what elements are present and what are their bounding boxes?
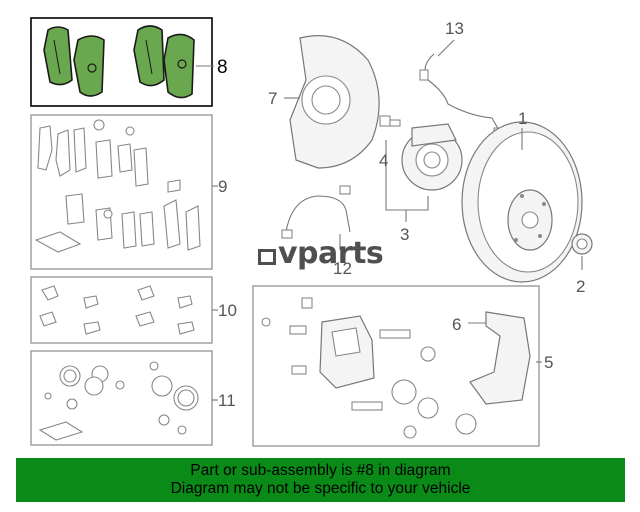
callout-3[interactable]: 3 bbox=[400, 225, 409, 244]
hub-bolt-part[interactable]: 4 bbox=[379, 115, 401, 170]
brake-pad-right-pair[interactable] bbox=[133, 25, 195, 99]
caliper-bracket-part[interactable]: 6 bbox=[452, 311, 531, 405]
banner-line-2: Diagram may not be specific to your vehi… bbox=[170, 480, 471, 497]
brake-pad-left-pair[interactable] bbox=[43, 26, 105, 97]
group-box-5 bbox=[252, 285, 540, 447]
banner-line-1: Part or sub-assembly is #8 in diagram bbox=[190, 462, 451, 479]
caliper-seal-kit-group[interactable]: 11 bbox=[30, 350, 236, 446]
vparts-watermark-logo: vparts bbox=[258, 236, 384, 271]
shim-kit-group[interactable]: 9 bbox=[30, 114, 227, 270]
callout-4[interactable]: 4 bbox=[379, 151, 388, 170]
pad-clip-group[interactable]: 10 bbox=[30, 276, 237, 344]
callout-1[interactable]: 1 bbox=[518, 109, 527, 128]
callout-13[interactable]: 13 bbox=[445, 19, 464, 38]
brake-rotor-part[interactable]: 1 bbox=[461, 109, 583, 283]
dust-shield-part[interactable]: 7 bbox=[268, 35, 380, 169]
caliper-assembly-group[interactable]: 5 bbox=[252, 285, 553, 447]
hub-bearing-part[interactable]: 3 bbox=[385, 123, 463, 244]
group-box-9 bbox=[30, 114, 213, 270]
brake-pad-kit-group[interactable]: 8 bbox=[30, 17, 228, 107]
lug-nut-part[interactable]: 2 bbox=[571, 233, 593, 296]
vparts-logo-icon bbox=[258, 249, 276, 265]
group-box-11 bbox=[30, 350, 213, 446]
highlight-box-8 bbox=[30, 17, 213, 107]
brake-hose-part[interactable]: 12 bbox=[281, 185, 352, 278]
callout-12[interactable]: 12 bbox=[333, 259, 352, 278]
callout-9[interactable]: 9 bbox=[218, 177, 227, 196]
callout-11[interactable]: 11 bbox=[218, 391, 236, 410]
callout-8[interactable]: 8 bbox=[217, 57, 228, 78]
abs-sensor-part[interactable]: 13 bbox=[419, 19, 507, 143]
callout-2[interactable]: 2 bbox=[576, 277, 585, 296]
callout-10[interactable]: 10 bbox=[218, 301, 237, 320]
callout-6[interactable]: 6 bbox=[452, 315, 461, 334]
part-info-banner: Part or sub-assembly is #8 in diagram Di… bbox=[16, 458, 625, 502]
callout-5[interactable]: 5 bbox=[544, 353, 553, 372]
callout-7[interactable]: 7 bbox=[268, 89, 277, 108]
